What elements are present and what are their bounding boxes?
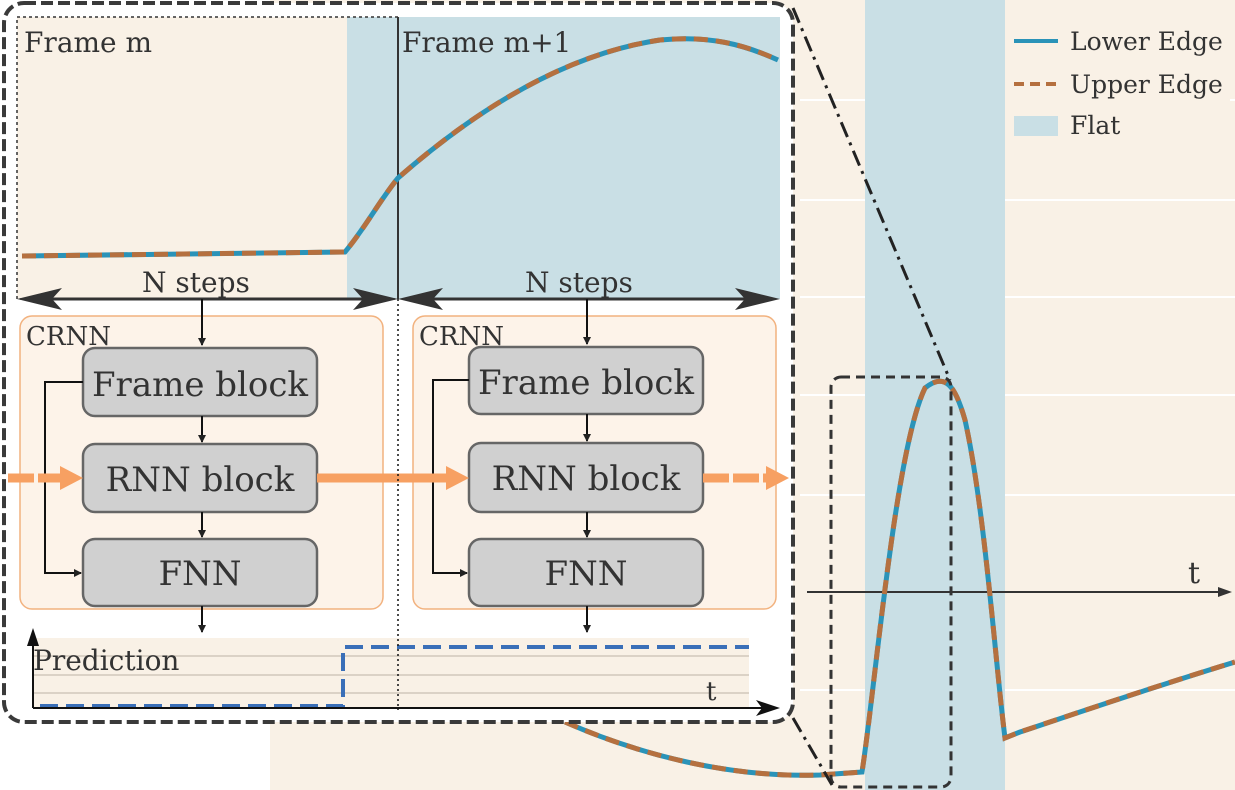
prediction-y-axis-arrowhead xyxy=(27,628,39,646)
frame-m-flat-region xyxy=(347,17,780,299)
prediction-label: Prediction xyxy=(33,644,179,677)
legend-upper-edge-label: Upper Edge xyxy=(1070,70,1223,99)
hidden-state-in-arrowhead xyxy=(60,466,83,490)
crnn-left: CRNN Frame block RNN block FNN xyxy=(19,299,384,633)
flat-region xyxy=(865,0,1005,790)
n-steps-right-arrowhead-right xyxy=(735,288,780,310)
upper-edge-curve xyxy=(563,378,1235,778)
crnn-left-rnn-block-label: RNN block xyxy=(106,460,295,500)
zoom-selection-box xyxy=(829,375,953,789)
inset-upper-edge-curve xyxy=(21,36,780,259)
crnn-left-fnn-label: FNN xyxy=(158,554,241,594)
prediction-axis-label: t xyxy=(706,677,717,707)
legend-flat-swatch xyxy=(1014,116,1058,136)
zoom-inset-panel: Frame m Frame m+1 N steps N steps CRNN F… xyxy=(2,1,795,724)
main-axis-label: t xyxy=(1188,556,1200,591)
hidden-state-out-arrowhead xyxy=(766,466,789,490)
crnn-left-fnn-block xyxy=(81,537,319,608)
hidden-state-mid-arrowhead xyxy=(446,466,469,490)
prediction-gridlines xyxy=(33,655,749,694)
crnn-right: CRNN Frame block RNN block FNN xyxy=(412,299,777,633)
frame-plot-area: Frame m Frame m+1 xyxy=(16,16,780,300)
n-steps-right-label: N steps xyxy=(525,266,633,299)
n-steps-left-arrowhead-right xyxy=(353,288,398,310)
n-steps-left-label: N steps xyxy=(142,266,250,299)
prediction-background xyxy=(33,638,749,708)
legend-lower-edge-label: Lower Edge xyxy=(1070,27,1223,56)
frame-m1-label: Frame m+1 xyxy=(402,26,571,59)
legend: Lower Edge Upper Edge Flat xyxy=(1005,18,1230,153)
legend-flat-label: Flat xyxy=(1070,111,1120,140)
hidden-state-arrows xyxy=(8,466,789,490)
n-steps-arrows: N steps N steps xyxy=(17,266,780,310)
prediction-x-axis-arrowhead xyxy=(756,700,780,716)
n-steps-right-arrowhead-left xyxy=(398,288,443,310)
crnn-right-frame-block-label: Frame block xyxy=(478,363,694,403)
inset-border xyxy=(2,1,795,724)
crnn-right-rnn-block-label: RNN block xyxy=(492,459,681,499)
zoom-connector-bottom xyxy=(791,717,834,786)
crnn-right-fnn-label: FNN xyxy=(544,554,627,594)
zoom-connector-top xyxy=(791,7,952,381)
main-time-axis-arrowhead xyxy=(1218,587,1232,597)
frame-m-label: Frame m xyxy=(24,26,152,59)
crnn-left-frame-block-label: Frame block xyxy=(92,365,308,405)
prediction-plot: Prediction t xyxy=(27,628,780,716)
n-steps-left-arrowhead-left xyxy=(17,288,62,310)
